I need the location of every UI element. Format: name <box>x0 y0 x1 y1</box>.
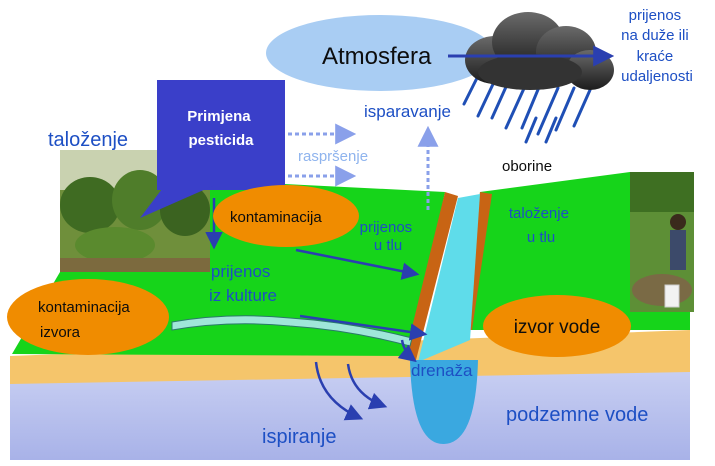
atmosphere-label: Atmosfera <box>322 43 432 70</box>
aquifer-pocket <box>410 360 478 445</box>
rain-cloud-icon <box>462 12 614 144</box>
application-pointer <box>140 185 215 218</box>
farmer-photo <box>630 172 694 312</box>
seepage-arrow <box>397 339 417 363</box>
soil-transport-arrow <box>295 248 420 280</box>
channel-wall-left <box>405 192 458 360</box>
drainage-label: drenaža <box>411 361 473 380</box>
channel-water <box>418 194 480 362</box>
soil-transport-label: prijenos u tlu <box>360 219 417 254</box>
deposition-label: taloženje <box>48 129 128 151</box>
application-label: Primjena pesticida <box>187 108 255 149</box>
crop-transport-label: prijenos iz kulture <box>209 262 277 305</box>
contamination-ellipse <box>213 185 359 247</box>
atmosphere-ellipse <box>266 15 494 91</box>
spray-label: raspršenje <box>298 148 368 165</box>
source-contamination-label: kontaminacija izvora <box>38 299 134 341</box>
water-source-ellipse <box>483 295 631 357</box>
leaching-arrow-1 <box>314 361 364 421</box>
groundwater-label: podzemne vode <box>506 404 648 426</box>
leaching-label: ispiranje <box>262 426 336 448</box>
long-range-label: prijenos na duže ili kraće udaljenosti <box>621 7 693 85</box>
crop-runoff-arrow <box>299 314 428 341</box>
soil-deposition-label: taloženje u tlu <box>509 205 573 246</box>
source-contamination-ellipse <box>7 279 169 355</box>
evaporation-label: isparavanje <box>364 102 451 121</box>
water-source-label: izvor vode <box>514 317 601 338</box>
contamination-label: kontaminacija <box>230 209 322 226</box>
leaching-arrow-2 <box>346 363 388 410</box>
application-box <box>157 80 285 190</box>
precipitation-label: oborine <box>502 158 552 175</box>
